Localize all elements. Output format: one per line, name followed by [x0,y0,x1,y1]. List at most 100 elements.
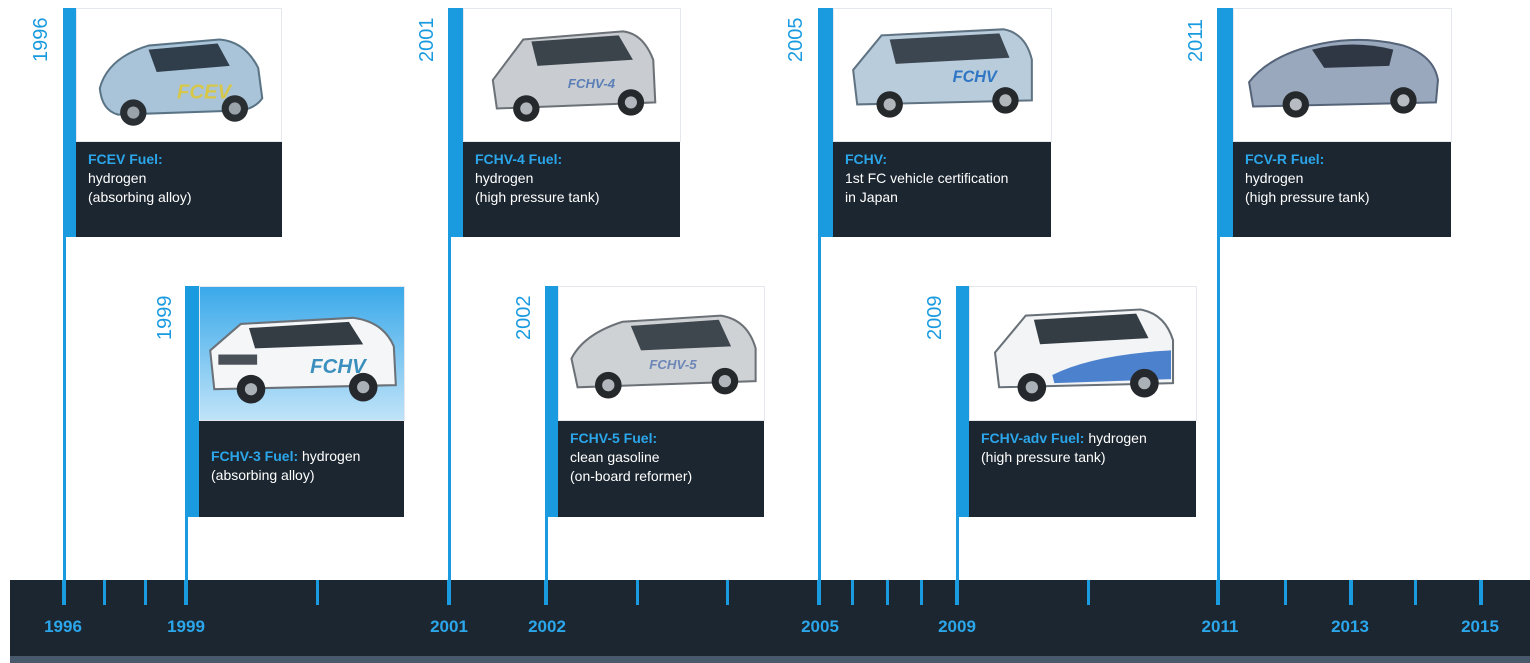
axis-tick-major [447,580,451,605]
axis-label-2009: 2009 [938,617,976,636]
fuel-detail-line: (high pressure tank) [981,449,1106,465]
event-card-1999: FCHV FCHV-3 Fuel: hydrogen (absorbing al… [185,286,405,517]
axis-tick-major [1479,580,1483,605]
vehicle-photo-fcv-r [1233,8,1452,142]
model-heading: FCHV-4 Fuel: [475,151,563,167]
card-accent-bar [818,8,833,237]
car-illustration: FCHV [209,316,397,404]
fuel-detail-line: hydrogen [475,170,534,186]
vehicle-decal: FCEV [177,81,233,103]
fuel-detail-line: hydrogen [88,170,147,186]
event-info-2009: FCHV-adv Fuel: hydrogen (high pressure t… [969,421,1196,517]
axis-tick-minor [103,580,106,605]
axis-label-2005: 2005 [801,617,839,636]
card-accent-bar [1217,8,1233,237]
axis-tick-major [955,580,959,605]
axis-tick-major [184,580,188,605]
axis-tick-minor [886,580,889,605]
fuel-detail-line: (high pressure tank) [475,189,600,205]
card-accent-bar [956,286,969,517]
axis-tick-minor [726,580,729,605]
car-illustration [993,308,1175,402]
axis-label-2011: 2011 [1201,617,1239,636]
axis-label-1996: 1996 [44,617,82,636]
axis-tick-major [1349,580,1353,605]
event-info-2011: FCV-R Fuel: hydrogen (high pressure tank… [1233,142,1451,237]
axis-tick-major [544,580,548,605]
axis-tick-minor [1284,580,1287,605]
vehicle-photo-fchv: FCHV [833,8,1052,142]
model-heading: FCHV-adv Fuel: [981,430,1085,446]
vehicle-decal: FCHV [310,356,368,378]
axis-tick-minor [636,580,639,605]
axis-tick-minor [1414,580,1417,605]
fuel-detail-line: hydrogen [1245,170,1304,186]
event-info-2002: FCHV-5 Fuel: clean gasoline (on-board re… [558,421,764,517]
fuel-detail-line: (absorbing alloy) [88,189,192,205]
card-accent-bar [63,8,76,237]
event-info-1999: FCHV-3 Fuel: hydrogen (absorbing alloy) [199,421,404,517]
card-accent-bar [185,286,199,517]
axis-tick-minor [144,580,147,605]
timeline-stem-2005 [818,8,821,605]
vehicle-decal: FCHV-4 [568,76,616,91]
axis-tick-minor [851,580,854,605]
car-illustration [1248,38,1439,118]
axis-label-2013: 2013 [1331,617,1369,636]
event-card-2009: FCHV-adv Fuel: hydrogen (high pressure t… [956,286,1197,517]
axis-tick-minor [1087,580,1090,605]
event-card-2011: FCV-R Fuel: hydrogen (high pressure tank… [1217,8,1452,237]
fuel-detail-inline: hydrogen [302,448,361,464]
model-heading: FCHV: [845,151,887,167]
fuel-detail-inline: hydrogen [1088,430,1147,446]
year-label-1999: 1999 [154,295,176,341]
fuel-detail-line: (absorbing alloy) [211,467,315,483]
axis-label-2001: 2001 [430,617,468,636]
timeline-axis-base [10,656,1530,663]
axis-tick-major [1216,580,1220,605]
vehicle-photo-fchv3: FCHV [199,286,405,421]
event-card-2001: FCHV-4 FCHV-4 Fuel: hydrogen (high press… [448,8,681,237]
timeline-stem-2001 [448,8,451,605]
year-label-1996: 1996 [30,17,52,63]
model-heading: FCHV-3 Fuel: [211,448,299,464]
model-heading: FCHV-5 Fuel: [570,430,658,446]
car-illustration: FCHV [852,28,1033,118]
year-label-2009: 2009 [924,295,946,341]
fuel-detail-line: (high pressure tank) [1245,189,1370,205]
event-info-1996: FCEV Fuel: hydrogen (absorbing alloy) [76,142,282,237]
event-card-2002: FCHV-5 FCHV-5 Fuel: clean gasoline (on-b… [545,286,765,517]
event-card-1996: FCEV FCEV Fuel: hydrogen (absorbing allo… [63,8,282,237]
vehicle-photo-fcev: FCEV [76,8,282,142]
axis-label-2015: 2015 [1461,617,1499,636]
event-info-2001: FCHV-4 Fuel: hydrogen (high pressure tan… [463,142,680,237]
model-heading: FCV-R Fuel: [1245,151,1325,167]
timeline-stem-1996 [63,8,66,605]
car-illustration: FCEV [98,38,264,126]
axis-tick-major [817,580,821,605]
axis-tick-major [62,580,66,605]
year-label-2011: 2011 [1185,18,1207,62]
vehicle-decal: FCHV [953,68,998,86]
event-card-2005: FCHV FCHV: 1st FC vehicle certification … [818,8,1052,237]
timeline-axis [10,580,1530,656]
car-illustration: FCHV-5 [570,314,757,399]
fuel-detail-line: (on-board reformer) [570,468,693,484]
year-label-2002: 2002 [513,295,535,341]
car-illustration: FCHV-4 [491,30,657,122]
vehicle-photo-fchv4: FCHV-4 [463,8,681,142]
axis-tick-minor [316,580,319,605]
vehicle-decal: FCHV-5 [649,357,697,372]
fuel-detail-line: clean gasoline [570,449,660,465]
axis-tick-minor [920,580,923,605]
axis-label-2002: 2002 [528,617,566,636]
model-heading: FCEV Fuel: [88,151,163,167]
event-info-2005: FCHV: 1st FC vehicle certification in Ja… [833,142,1051,237]
axis-label-1999: 1999 [167,617,205,636]
vehicle-photo-fchv-adv [969,286,1197,421]
fuel-detail-line: 1st FC vehicle certification [845,170,1009,186]
year-label-2005: 2005 [785,17,807,63]
year-label-2001: 2001 [416,17,438,63]
card-accent-bar [545,286,558,517]
card-accent-bar [448,8,463,237]
